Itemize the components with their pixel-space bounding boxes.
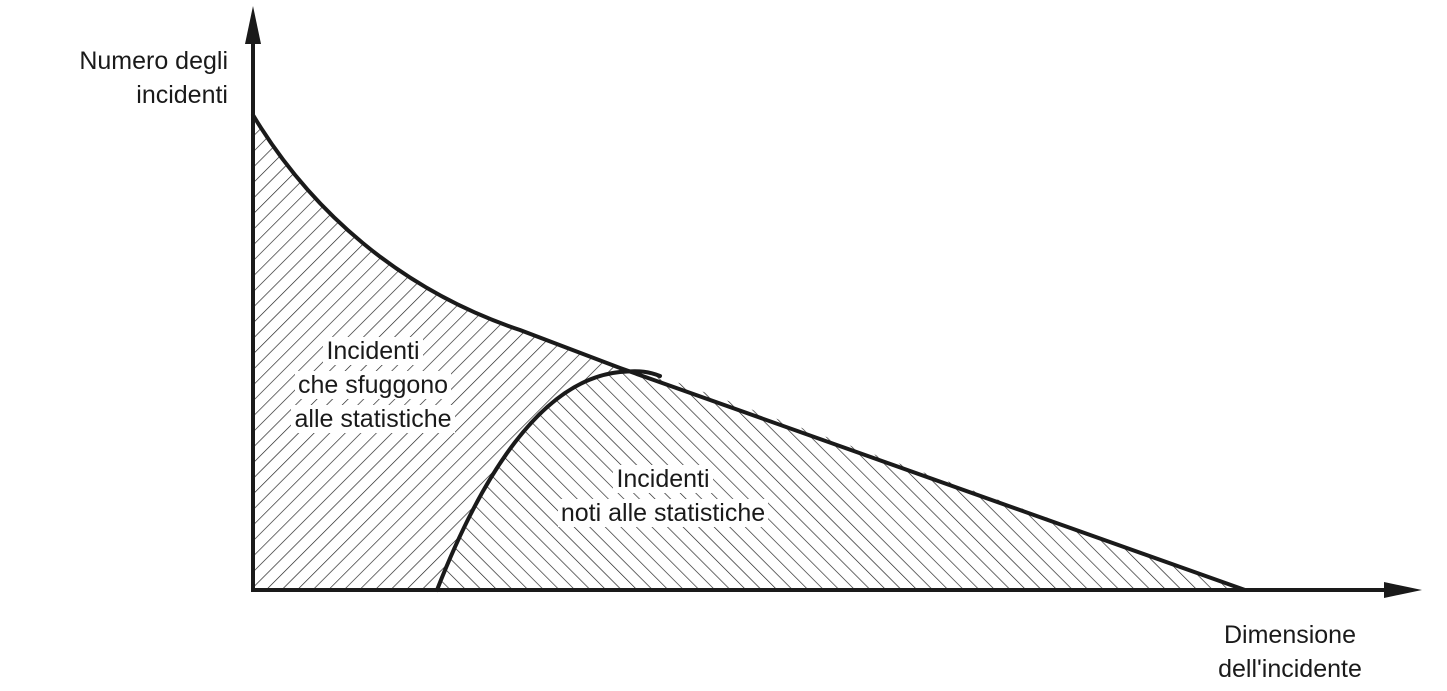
x-axis-label-line2: dell'incidente <box>1218 655 1362 683</box>
x-axis-arrowhead <box>1384 582 1422 598</box>
y-axis-label-line2: incidenti <box>136 81 228 109</box>
reported-label-line2: noti alle statistiche <box>557 499 769 527</box>
y-axis-label-line1: Numero degli <box>79 47 228 75</box>
unreported-label-line2: che sfuggono <box>294 371 452 399</box>
reported-label-line1: Incidenti <box>613 465 713 493</box>
x-axis-label-line1: Dimensione <box>1223 621 1356 649</box>
unreported-region-label: Incidenti che sfuggono alle statistiche <box>258 334 488 436</box>
unreported-label-line1: Incidenti <box>323 337 423 365</box>
x-axis-label: Dimensione dell'incidente <box>1185 618 1395 686</box>
y-axis-label: Numero degli incidenti <box>20 44 228 112</box>
reported-region-label: Incidenti noti alle statistiche <box>508 462 818 530</box>
reported-incidents-curve <box>435 369 662 592</box>
y-axis-arrowhead <box>245 6 261 44</box>
unreported-label-line3: alle statistiche <box>291 405 455 433</box>
total-incidents-curve <box>251 113 1247 592</box>
reported-incidents-area <box>437 371 1245 590</box>
